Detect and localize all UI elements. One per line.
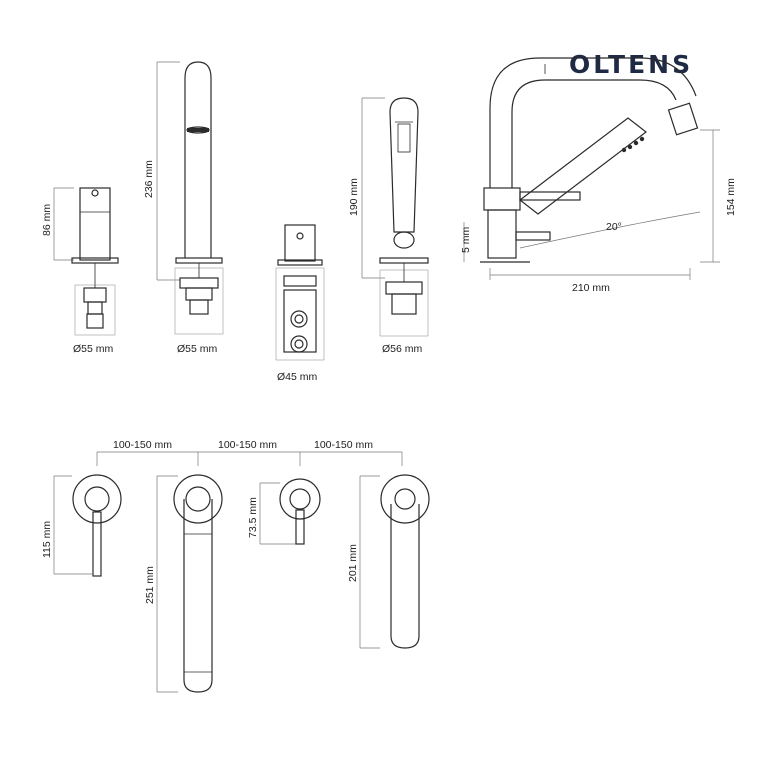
spacing-dimensions: 100-150 mm 100-150 mm 100-150 mm — [96, 439, 403, 466]
deck-mixer-drawing: 86 mm Ø55 mm — [41, 187, 119, 355]
diameter-label-55b: Ø55 mm — [177, 343, 218, 355]
height-label-73-5: 73.5 mm — [247, 497, 259, 538]
spacing-label-1: 100-150 mm — [113, 439, 172, 451]
height-label-190: 190 mm — [348, 178, 360, 216]
wall-spout-right-drawing: 201 mm — [347, 474, 430, 649]
tall-spout-drawing: 236 mm Ø55 mm — [143, 61, 224, 355]
height-label-115: 115 mm — [41, 521, 53, 558]
spout-side-view-drawing: 5 mm 20° 154 mm 210 mm — [460, 57, 737, 294]
height-label-5: 5 mm — [460, 226, 472, 253]
height-label-201: 201 mm — [347, 544, 359, 582]
height-label-154: 154 mm — [725, 178, 737, 216]
diameter-label-56: Ø56 mm — [382, 343, 423, 355]
spacing-label-2: 100-150 mm — [218, 439, 277, 451]
wall-mixer-left-drawing: 115 mm — [41, 474, 122, 577]
brand-logo: OLTENS — [569, 50, 693, 79]
wall-mixer-right-drawing: 73.5 mm — [247, 478, 321, 545]
diameter-label-45: Ø45 mm — [277, 371, 318, 383]
hand-shower-drawing: 190 mm Ø56 mm — [348, 97, 429, 355]
diverter-drawing: Ø45 mm — [275, 224, 325, 383]
wall-spout-left-drawing: 251 mm — [144, 474, 223, 693]
height-label-251: 251 mm — [144, 566, 156, 604]
angle-label: 20° — [606, 221, 622, 233]
height-label-86: 86 mm — [41, 204, 53, 236]
spacing-label-3: 100-150 mm — [314, 439, 373, 451]
diameter-label-55a: Ø55 mm — [73, 343, 114, 355]
width-label-210: 210 mm — [572, 282, 610, 294]
height-label-236: 236 mm — [143, 160, 155, 198]
